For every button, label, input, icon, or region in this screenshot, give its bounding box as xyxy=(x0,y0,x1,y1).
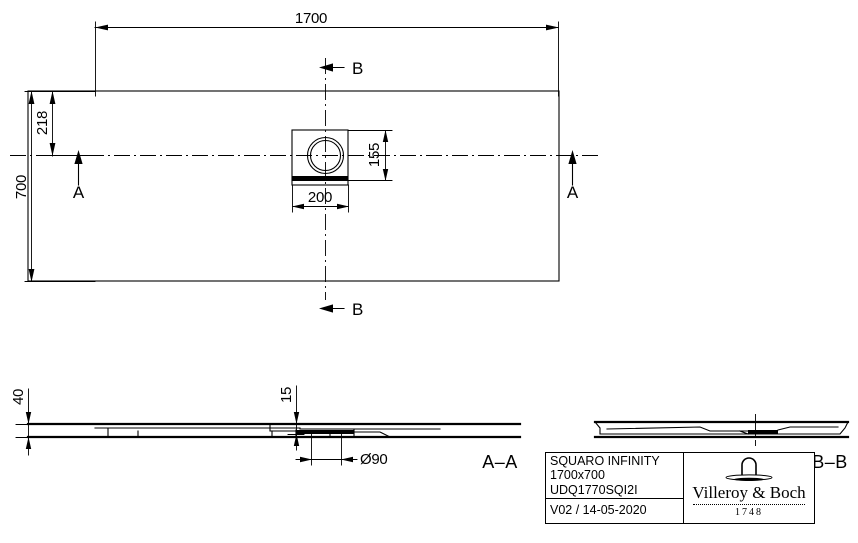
section-aa-drain-grate xyxy=(296,430,354,434)
arch-fountain-icon xyxy=(725,457,773,481)
logo-divider xyxy=(693,504,805,505)
drain-grate-bar xyxy=(292,176,348,181)
section-b-bottom-label: B xyxy=(352,300,363,319)
brand-logo: Villeroy & Boch 1748 xyxy=(684,456,814,518)
dim-label-overall-width: 1700 xyxy=(295,10,327,27)
dim-arrow-1700-left xyxy=(95,24,108,31)
product-size: 1700x700 xyxy=(550,468,605,483)
brand-year: 1748 xyxy=(735,507,763,518)
section-bb-group: B–B xyxy=(593,414,850,472)
dim-arrow-1700-right xyxy=(546,24,559,31)
title-block-product-info: SQUARO INFINITY 1700x700 UDQ1770SQI2I xyxy=(546,453,683,499)
dim-arrow-700-top xyxy=(28,91,35,104)
section-b-top-label: B xyxy=(352,59,363,78)
title-block: SQUARO INFINITY 1700x700 UDQ1770SQI2I V0… xyxy=(545,452,815,524)
section-aa-foot-marks xyxy=(107,428,139,438)
product-name: SQUARO INFINITY xyxy=(550,454,660,468)
title-block-text-panel: SQUARO INFINITY 1700x700 UDQ1770SQI2I V0… xyxy=(546,453,684,523)
tray-outline xyxy=(27,90,560,282)
section-marker-b-bottom: B xyxy=(319,300,363,319)
dim-arrow-218-top xyxy=(49,91,56,104)
section-bb-drain-grate xyxy=(748,430,778,435)
dim-arrow-40-top xyxy=(25,412,32,424)
section-a-left-label: A xyxy=(73,183,85,202)
drain-outer-circle xyxy=(306,136,345,175)
section-aa-label: A–A xyxy=(482,452,518,472)
section-aa-drain-walls xyxy=(295,429,355,438)
dim-arrow-40-bottom xyxy=(25,437,32,449)
product-article-number: UDQ1770SQI2I xyxy=(550,482,638,497)
dim-arrow-d90-left xyxy=(300,456,312,463)
dim-label-overall-depth: 700 xyxy=(13,175,30,199)
dim-label-outlet-diameter: Ø90 xyxy=(360,451,387,468)
revision-date: V02 / 14-05-2020 xyxy=(550,503,647,517)
section-bb-label: B–B xyxy=(812,452,848,472)
section-bb-inner-profile xyxy=(594,421,849,435)
dim-arrow-15-top xyxy=(293,412,300,424)
dim-label-drain-box-width: 200 xyxy=(308,189,332,206)
section-bb-step-left xyxy=(739,430,749,435)
dim-arrow-155-bottom xyxy=(382,169,389,181)
dim-label-tray-height: 40 xyxy=(10,389,27,405)
plan-view-group: 1700 700 218 A A xyxy=(10,10,600,319)
section-marker-a-right: A xyxy=(567,150,579,202)
dim-arrow-200-left xyxy=(292,203,304,210)
section-a-right-label: A xyxy=(567,183,579,202)
dim-arrow-700-bottom xyxy=(28,269,35,282)
drain-box-outline xyxy=(291,129,349,186)
section-aa-group: 40 15 Ø90 A–A xyxy=(10,385,522,472)
drain-inner-circle xyxy=(309,139,342,172)
section-b-top-arrow xyxy=(319,63,333,72)
title-block-revision-info: V02 / 14-05-2020 xyxy=(546,499,683,523)
dim-arrow-218-bottom xyxy=(49,143,56,156)
dim-arrow-15-bottom xyxy=(293,434,300,446)
dim-arrow-155-top xyxy=(382,130,389,142)
section-bb-slope-right xyxy=(777,426,839,431)
dim-arrow-200-right xyxy=(337,203,349,210)
dim-label-edge-offset: 218 xyxy=(34,111,51,135)
dim-arrow-d90-right xyxy=(341,456,353,463)
section-a-right-arrow xyxy=(568,150,577,164)
dim-label-drain-box-height: 155 xyxy=(366,143,383,167)
section-aa-right-slope xyxy=(353,431,521,438)
section-a-left-arrow xyxy=(74,150,83,164)
section-b-bottom-arrow xyxy=(319,304,333,313)
drain-assembly xyxy=(291,129,349,186)
title-block-logo-panel: Villeroy & Boch 1748 xyxy=(684,453,814,523)
section-marker-b-top: B xyxy=(319,59,363,78)
section-marker-a-left: A xyxy=(73,150,85,202)
section-bb-slope-left xyxy=(606,426,761,432)
dim-label-drain-depth: 15 xyxy=(278,387,295,403)
brand-name: Villeroy & Boch xyxy=(692,483,806,502)
